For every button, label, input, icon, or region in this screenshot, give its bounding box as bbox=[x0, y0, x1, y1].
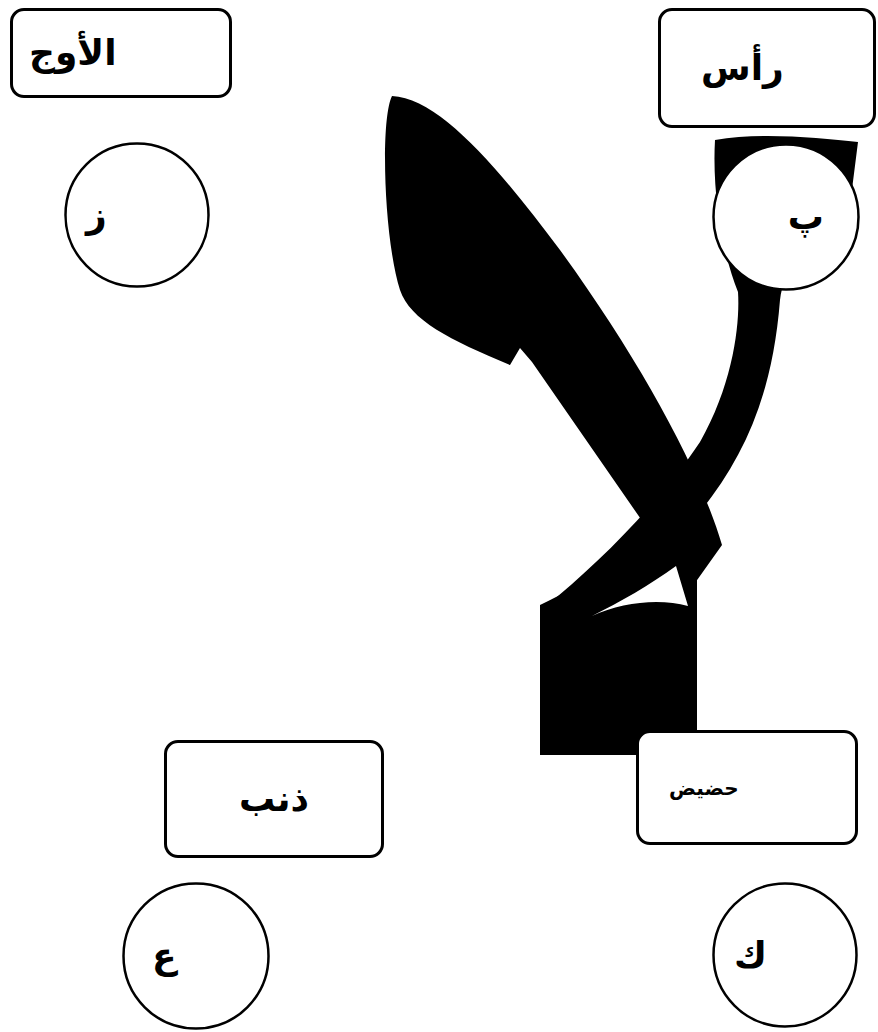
circle-outline bbox=[122, 882, 270, 1030]
circle-border bbox=[714, 145, 859, 290]
point-name: الأوج bbox=[29, 31, 116, 74]
abjad-letter: ك bbox=[734, 933, 767, 976]
abjad-letter: ع bbox=[152, 934, 177, 977]
point-name: ذنب bbox=[239, 777, 309, 820]
label-box: رأس bbox=[658, 8, 876, 128]
abjad-letter: ز bbox=[86, 193, 107, 236]
glyph-counter bbox=[592, 566, 688, 616]
label-box: ذنب bbox=[164, 740, 384, 858]
letter-circle: ز bbox=[64, 142, 210, 288]
label-box: حضيض bbox=[636, 730, 858, 845]
circle-border bbox=[66, 144, 209, 287]
point-name: حضيض bbox=[669, 776, 739, 800]
letter-circle: ع bbox=[122, 882, 270, 1030]
label-box: الأوج bbox=[10, 8, 232, 98]
letter-circle: ك bbox=[712, 882, 858, 1028]
abjad-letter: پ bbox=[788, 195, 824, 238]
circle-border bbox=[714, 884, 857, 1027]
glyph-base bbox=[540, 500, 697, 755]
circle-outline bbox=[64, 142, 210, 288]
circle-border bbox=[124, 884, 269, 1029]
letter-circle: پ bbox=[712, 143, 860, 291]
circle-outline bbox=[712, 882, 858, 1028]
circle-outline bbox=[712, 143, 860, 291]
point-name: رأس bbox=[701, 46, 784, 89]
glyph-stroke bbox=[545, 136, 858, 622]
